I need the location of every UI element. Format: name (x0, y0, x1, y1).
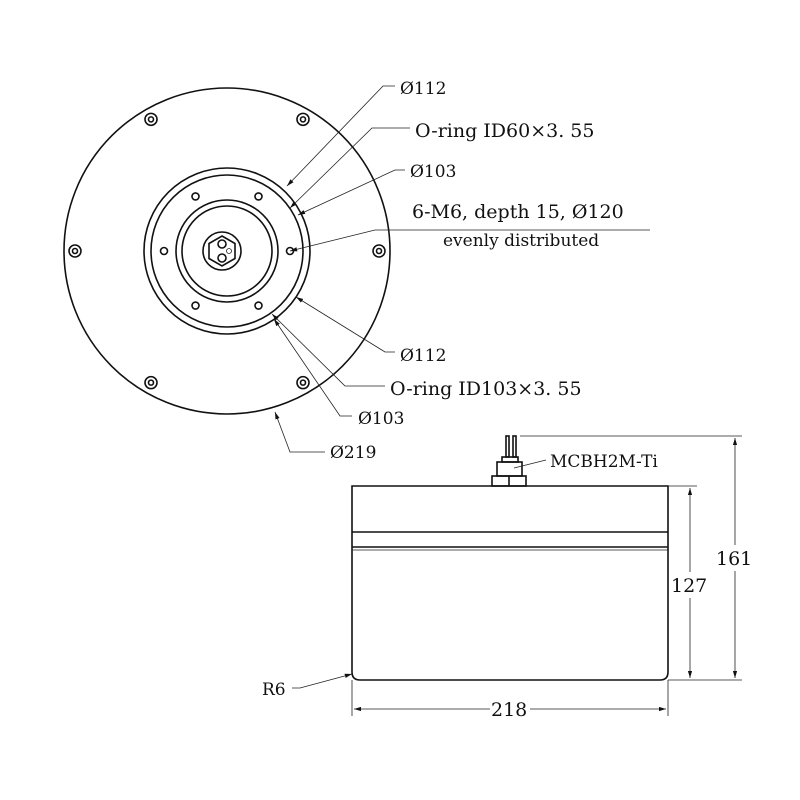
bolt-hole (144, 375, 158, 390)
inner-boss-inner (181, 205, 273, 297)
dim-height-total: 161 (716, 548, 752, 570)
callout-d219: Ø219 (330, 443, 376, 463)
connector-side (491, 435, 527, 487)
m6-hole (254, 192, 263, 201)
callout-d103-upper: Ø103 (410, 162, 456, 182)
m6-holes (159, 192, 295, 310)
callout-d112-lower: Ø112 (400, 346, 446, 366)
m6-hole (159, 246, 169, 256)
connector-icon (202, 231, 242, 271)
side-view: MCBH2M-Ti 161 127 218 R6 (262, 435, 752, 721)
callout-d112-upper: Ø112 (400, 79, 446, 99)
bolt-hole (68, 244, 82, 258)
bolt-hole (375, 247, 383, 255)
bolt-hole (147, 379, 155, 386)
oring-groove-outer (143, 167, 311, 335)
callout-d103-lower: Ø103 (358, 409, 404, 429)
dim-corner-radius: R6 (262, 680, 286, 700)
bolt-hole (299, 379, 307, 386)
callout-m6-line2: evenly distributed (443, 231, 599, 251)
bolt-hole (144, 112, 158, 127)
bolt-hole (71, 247, 79, 255)
m6-hole (254, 301, 263, 310)
bolt-hole (372, 244, 386, 258)
inner-boss-outer (175, 199, 279, 303)
dim-height-body: 127 (671, 575, 707, 597)
housing-body (351, 485, 669, 681)
bolt-hole (296, 375, 310, 390)
callout-m6-line1: 6-M6, depth 15, Ø120 (412, 201, 624, 223)
bolt-hole (296, 112, 310, 127)
top-view: Ø112 O-ring ID60×3. 55 Ø103 6-M6, depth … (63, 79, 650, 463)
bolt-hole (299, 116, 307, 123)
dim-width: 218 (491, 699, 527, 721)
callout-oring-id60: O-ring ID60×3. 55 (415, 120, 594, 142)
m6-hole (191, 192, 200, 201)
m6-hole (191, 301, 200, 310)
oring-groove-inner (150, 174, 304, 328)
bolt-hole (147, 116, 155, 123)
connector-label: MCBH2M-Ti (550, 452, 658, 472)
callout-oring-id103: O-ring ID103×3. 55 (390, 378, 582, 400)
flange-bolt-holes (68, 112, 386, 390)
outer-flange-circle (63, 87, 391, 415)
